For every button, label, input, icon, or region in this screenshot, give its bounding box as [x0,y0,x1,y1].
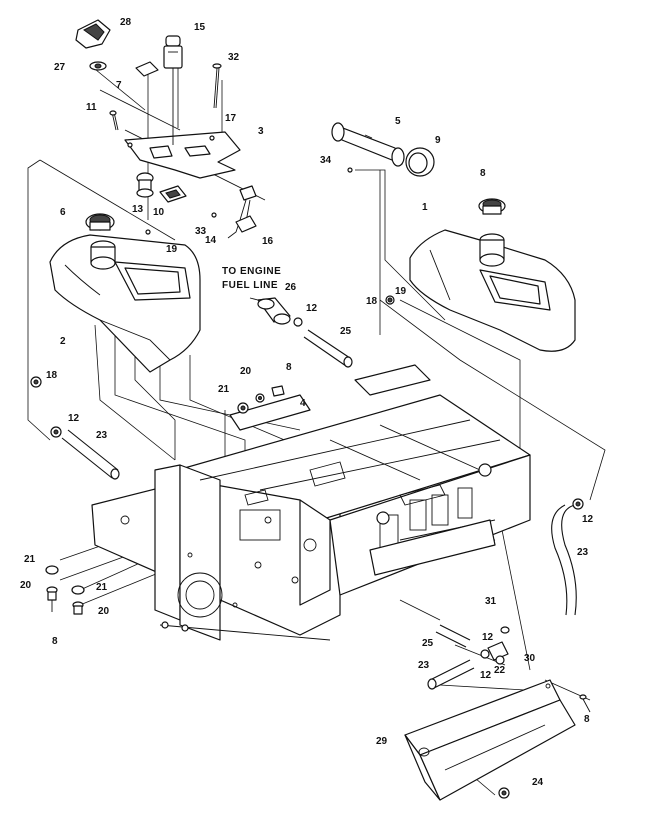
callout: 29 [376,736,388,747]
callout: 19 [395,286,407,297]
callout: 32 [228,52,240,63]
main-frame [91,364,531,641]
fuel-cap-part-28 [75,19,111,71]
callout: 8 [480,168,486,179]
callout: 8 [52,636,58,647]
callout: 8 [584,714,590,725]
callout: 3 [258,126,264,137]
callout: 18 [366,296,378,307]
grommet-part-13 [136,172,154,198]
callout: 13 [132,204,144,215]
callout: 20 [98,606,110,617]
callout: 24 [532,777,544,788]
callout: 33 [195,226,207,237]
callout: 20 [20,580,32,591]
reference-lines [27,60,606,796]
callout: 12 [482,632,494,643]
lever-parts-14-16 [227,185,257,239]
callout: 8 [286,362,292,373]
callout: 12 [306,303,318,314]
callout-numbers: 28 15 27 32 7 11 17 3 5 9 34 13 10 6 33 … [20,17,594,788]
callout: 15 [194,22,206,33]
bottom-bracket [404,679,576,801]
callout: 25 [422,638,434,649]
callout: 21 [24,554,36,565]
callout: 6 [60,207,66,218]
right-fuel-tank [409,229,576,352]
hoses [61,329,577,690]
left-fuel-tank [49,234,201,373]
callout: 27 [54,62,66,73]
engine-fuel-line-note: TO ENGINE FUEL LINE [222,266,281,291]
callout: 30 [524,653,536,664]
callout: 4 [300,398,306,409]
callout: 1 [422,202,428,213]
callout: 7 [116,80,122,91]
callout: 12 [68,413,80,424]
screw-part-11 [109,110,119,131]
callout: 28 [120,17,132,28]
clip-part-10 [159,185,187,203]
annotation-line1: TO ENGINE [222,266,281,277]
pipe-part-5 [331,122,405,167]
clip-part-7 [135,61,159,77]
fuel-cap-part-6-left [85,213,115,231]
screw-part-32 [212,63,222,109]
callout: 21 [218,384,230,395]
callout: 21 [96,582,108,593]
callout: 23 [96,430,108,441]
callout: 14 [205,235,217,246]
callout: 26 [285,282,297,293]
choke-knob [163,35,183,145]
callout: 20 [240,366,252,377]
callout: 12 [582,514,594,525]
callout: 23 [577,547,589,558]
fuel-cap-part-6-right [478,198,506,215]
callout: 31 [485,596,497,607]
callout: 16 [262,236,274,247]
callout: 10 [153,207,165,218]
throttle-bracket [124,131,241,179]
callout: 9 [435,135,441,146]
callout: 5 [395,116,401,127]
callout: 19 [166,244,178,255]
hardware [45,167,591,799]
fuel-filter [249,297,303,327]
callout: 18 [46,370,58,381]
callout: 34 [320,155,332,166]
callout: 22 [494,665,506,676]
callout: 23 [418,660,430,671]
callout: 11 [86,102,97,113]
callout: 2 [60,336,66,347]
annotation-line2: FUEL LINE [222,280,278,291]
callout: 17 [225,113,237,124]
callout: 25 [340,326,352,337]
cap-part-9 [405,147,435,177]
hose-clamps [30,295,584,510]
callout: 12 [480,670,492,681]
